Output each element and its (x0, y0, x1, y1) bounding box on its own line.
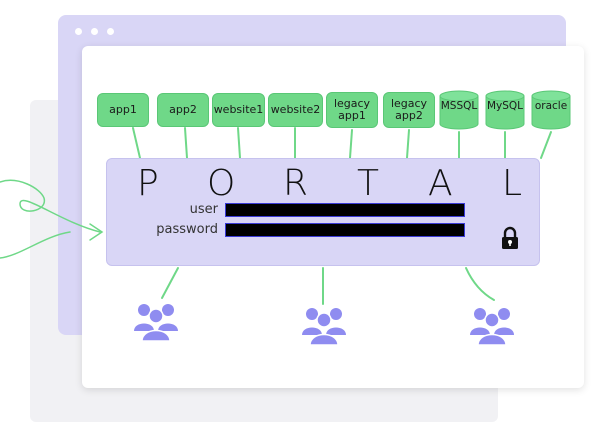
service-legacy-app2: legacy app2 (383, 92, 435, 128)
service-app2: app2 (157, 93, 209, 127)
database-oracle: oracle (531, 90, 571, 130)
password-input[interactable] (225, 223, 465, 237)
user-input[interactable] (225, 203, 465, 217)
users-group-icon (134, 304, 178, 341)
lock-icon (502, 226, 518, 249)
portal-letter-t: T (357, 163, 379, 204)
swirl-arrow-icon (0, 179, 104, 259)
portal-letter-l: L (502, 163, 523, 204)
service-website1: website1 (212, 93, 265, 127)
database-icon (531, 90, 571, 130)
password-label: password (156, 222, 218, 237)
portal-letter-a: A (428, 163, 453, 204)
service-legacy-app1: legacy app1 (326, 92, 378, 128)
database-icon (485, 90, 525, 130)
window-dot (75, 28, 82, 35)
service-website2: website2 (268, 93, 323, 127)
database-icon (439, 90, 479, 130)
user-label: user (189, 202, 218, 217)
users-group-icon (470, 308, 514, 345)
window-dot (91, 28, 98, 35)
users-group-icon (302, 308, 346, 345)
portal-letter-o: O (207, 163, 236, 204)
portal-letter-r: R (283, 163, 309, 204)
window-dot (107, 28, 114, 35)
database-mssql: MSSQL (439, 90, 479, 130)
service-app1: app1 (97, 93, 149, 127)
portal-letter-p: P (137, 163, 159, 204)
database-mysql: MySQL (485, 90, 525, 130)
